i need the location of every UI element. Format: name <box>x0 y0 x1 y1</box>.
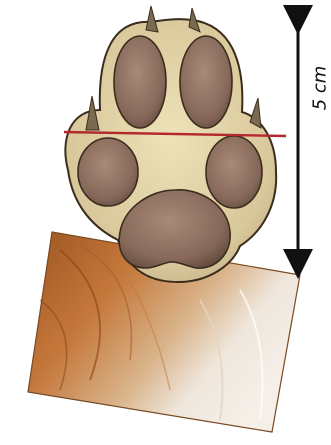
toe-pad-1 <box>114 36 166 128</box>
toe-pad-4 <box>206 136 262 208</box>
measurement-label: 5 cm <box>310 66 331 111</box>
toe-pad-2 <box>180 36 232 128</box>
toe-pad-3 <box>78 138 138 206</box>
